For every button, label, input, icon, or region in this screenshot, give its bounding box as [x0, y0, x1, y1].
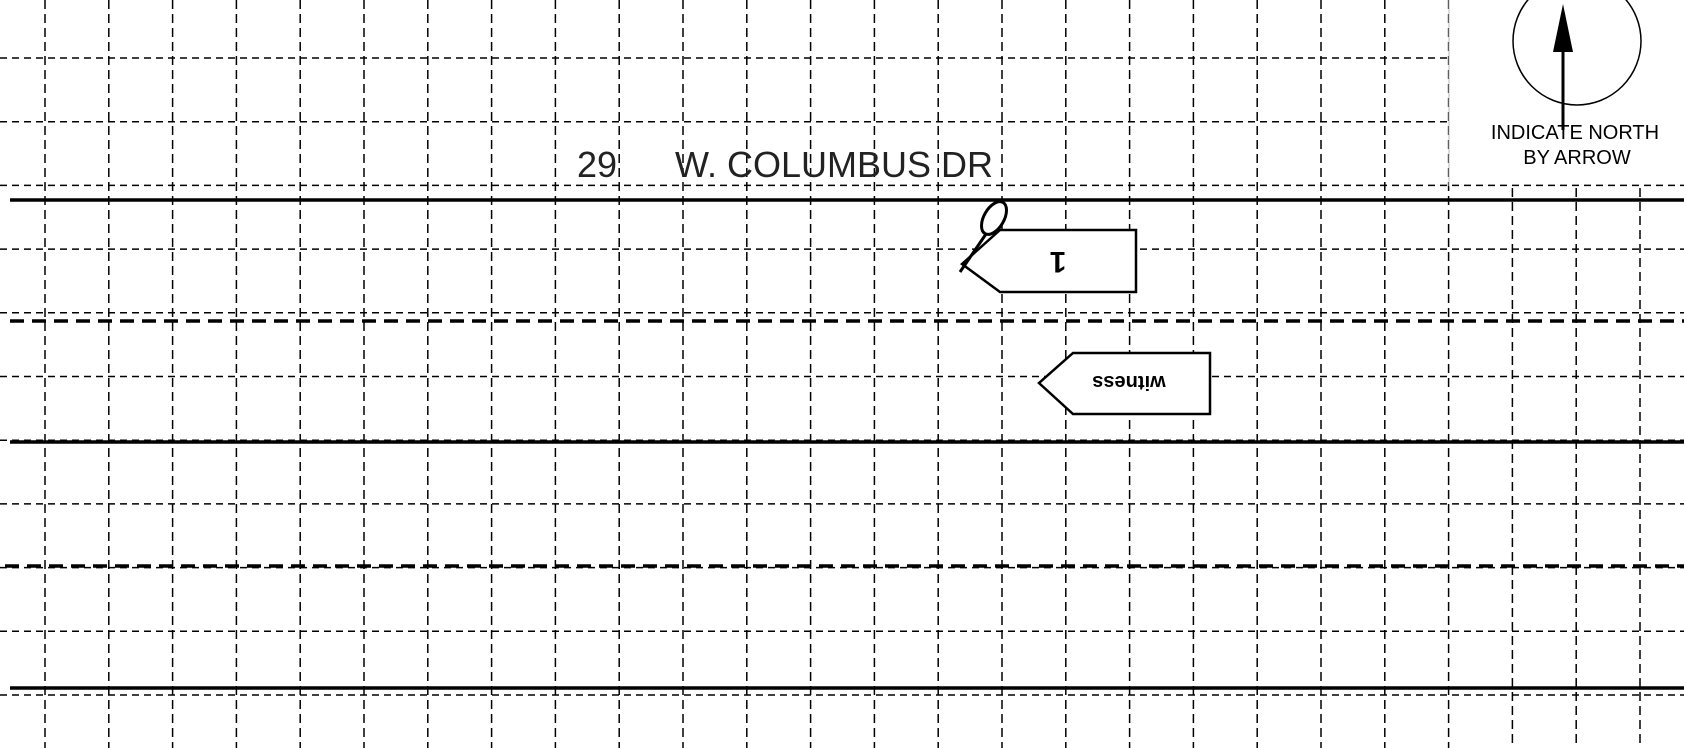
north-arrowhead-icon	[1553, 4, 1573, 52]
vehicle-1-label: 1	[1050, 245, 1067, 278]
street-number: 29	[577, 144, 617, 185]
pedestrian-body-icon	[958, 233, 988, 273]
witness-label: witness	[1092, 371, 1166, 393]
roadway	[5, 198, 1684, 690]
witness-marker[interactable]: witness	[1037, 351, 1212, 416]
vehicle-1[interactable]: 1	[960, 228, 1138, 294]
north-circle	[1512, 0, 1642, 106]
street-name-label: 29 W. COLUMBUS DR	[577, 144, 993, 185]
north-text-line1: INDICATE NORTH	[1491, 122, 1659, 144]
pedestrian-figure[interactable]	[958, 197, 1012, 273]
vehicle-1-shape[interactable]	[960, 228, 1138, 294]
street-name: W. COLUMBUS DR	[675, 144, 993, 185]
north-indicator: INDICATE NORTH BY ARROW	[1491, 0, 1659, 169]
witness-shape[interactable]	[1037, 351, 1212, 416]
north-text-line2: BY ARROW	[1523, 147, 1631, 169]
